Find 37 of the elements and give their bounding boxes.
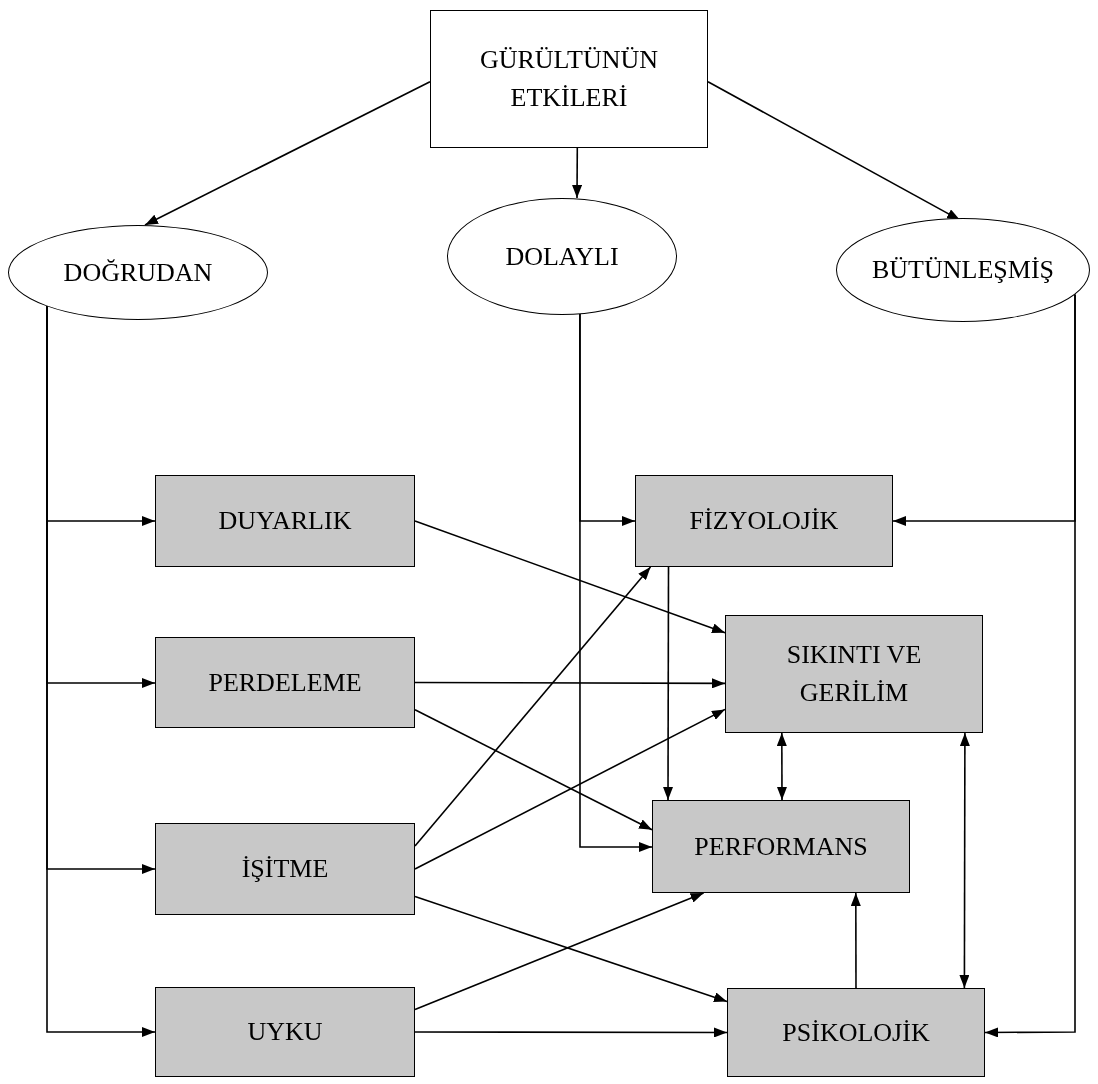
arrow (579, 313, 653, 852)
arrow (414, 892, 705, 1011)
effect-box (652, 800, 910, 893)
node-label: PSİKOLOJİK (782, 1016, 930, 1049)
arrow (414, 709, 653, 831)
node-label: DOLAYLI (505, 240, 619, 273)
double-arrow (776, 732, 787, 801)
arrow (144, 81, 431, 226)
effect-box (155, 637, 415, 728)
arrow (663, 566, 674, 801)
arrow (850, 892, 861, 989)
effect-box (727, 988, 985, 1077)
arrow (414, 678, 726, 689)
arrow (572, 147, 583, 199)
effect-box (725, 615, 983, 733)
arrow (414, 708, 726, 870)
node-label: FİZYOLOJİK (689, 505, 839, 538)
effect-box (635, 475, 893, 567)
arrow (984, 293, 1076, 1038)
arrow (414, 895, 728, 1003)
arrow (414, 566, 652, 847)
node-label: PERFORMANS (694, 830, 868, 863)
topic-box (430, 10, 708, 148)
node-label: SIKINTI VE GERİLİM (785, 639, 923, 709)
node-label: BÜTÜNLEŞMİŞ (872, 254, 1054, 287)
node-label: PERDELEME (208, 666, 362, 699)
node-label: İŞİTME (241, 853, 329, 886)
node-label: DUYARLIK (218, 505, 352, 538)
node-label: DOĞRUDAN (63, 256, 213, 289)
arrow (414, 520, 726, 634)
node-label: GÜRÜLTÜNÜN ETKİLERİ (478, 44, 660, 114)
arrow (414, 1027, 728, 1038)
effect-box (155, 987, 415, 1077)
double-arrow (959, 732, 970, 989)
node-label: UYKU (247, 1016, 323, 1049)
effect-box (155, 823, 415, 915)
effect-box (155, 475, 415, 567)
